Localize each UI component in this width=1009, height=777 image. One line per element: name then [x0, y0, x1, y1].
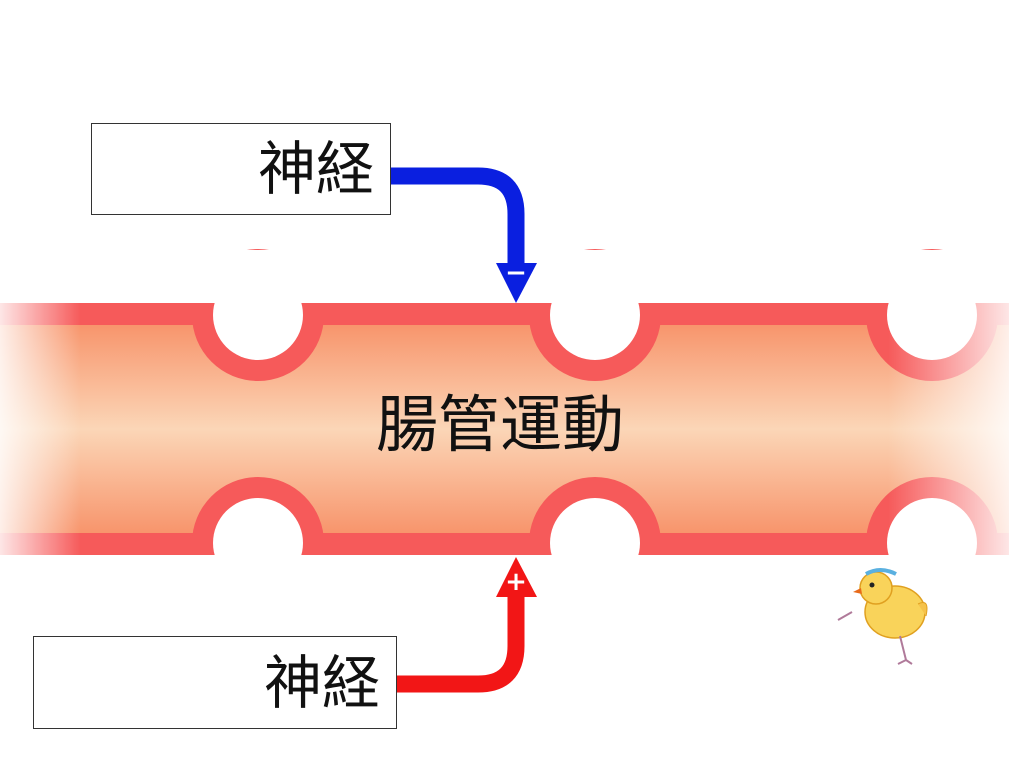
top-nerve-box: 神経: [91, 123, 391, 215]
excitatory-arrow: +: [397, 557, 537, 693]
intestine-edge-fade: [0, 303, 1009, 555]
inhibitory-sign: −: [505, 258, 527, 288]
inhibitory-arrow-line: [391, 167, 525, 266]
intestine-tube: [0, 249, 1009, 615]
chick-icon: [837, 568, 928, 665]
inhibitory-arrow-head: [496, 263, 537, 303]
bottom-nerve-box: 神経: [33, 636, 397, 729]
inhibitory-arrow: −: [391, 167, 537, 303]
intestine-motility-label: 腸管運動: [375, 388, 624, 461]
top-nerve-label: 神経: [257, 135, 374, 203]
excitatory-sign: +: [505, 567, 527, 597]
excitatory-arrow-line: [397, 594, 525, 693]
excitatory-arrow-head: [496, 557, 537, 597]
bottom-nerve-label: 神経: [263, 648, 380, 717]
